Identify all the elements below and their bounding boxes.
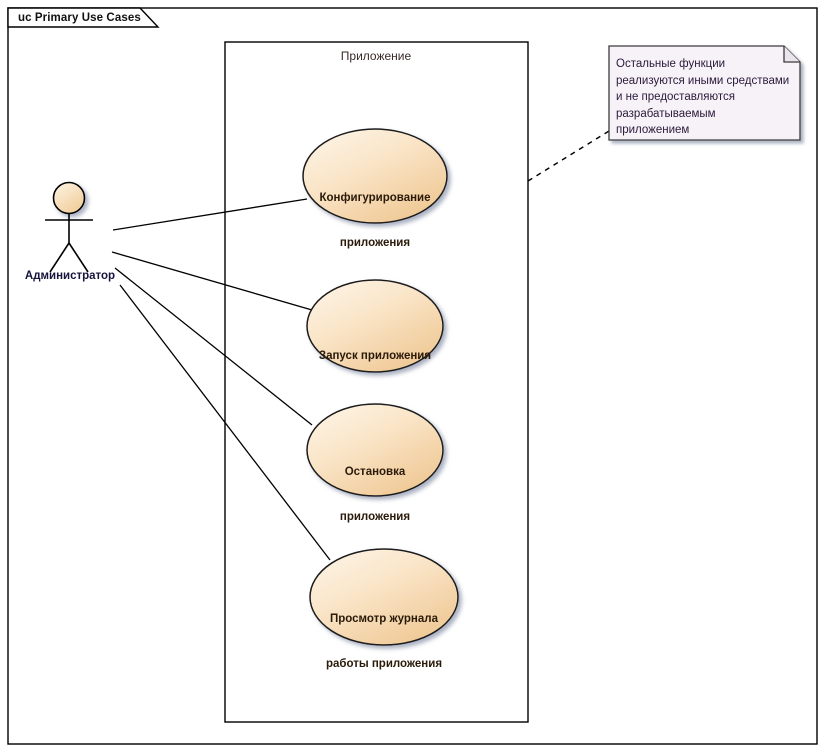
association-line-view-log [119, 284, 331, 561]
use-case-ellipse-stop [306, 403, 444, 497]
use-case-ellipse-view-log [309, 548, 459, 646]
actor-leg-right-icon [68, 242, 89, 273]
association-line-start [111, 251, 313, 311]
actor-head-icon [52, 181, 86, 215]
association-line-stop [114, 267, 313, 426]
actor-administrator[interactable] [45, 181, 93, 273]
use-case-ellipse-start [306, 279, 444, 373]
actor-leg-left-icon [49, 242, 70, 273]
association-lines [111, 198, 331, 561]
note-shape [608, 45, 801, 141]
association-line-configure [112, 198, 308, 231]
diagram-frame [7, 7, 818, 745]
system-boundary-box [224, 41, 529, 723]
use-case-ellipses [302, 128, 459, 646]
use-case-ellipse-configure [302, 128, 448, 224]
note-text: Остальные функции реализуются иными сред… [616, 58, 790, 136]
note-anchor-line [527, 130, 610, 182]
